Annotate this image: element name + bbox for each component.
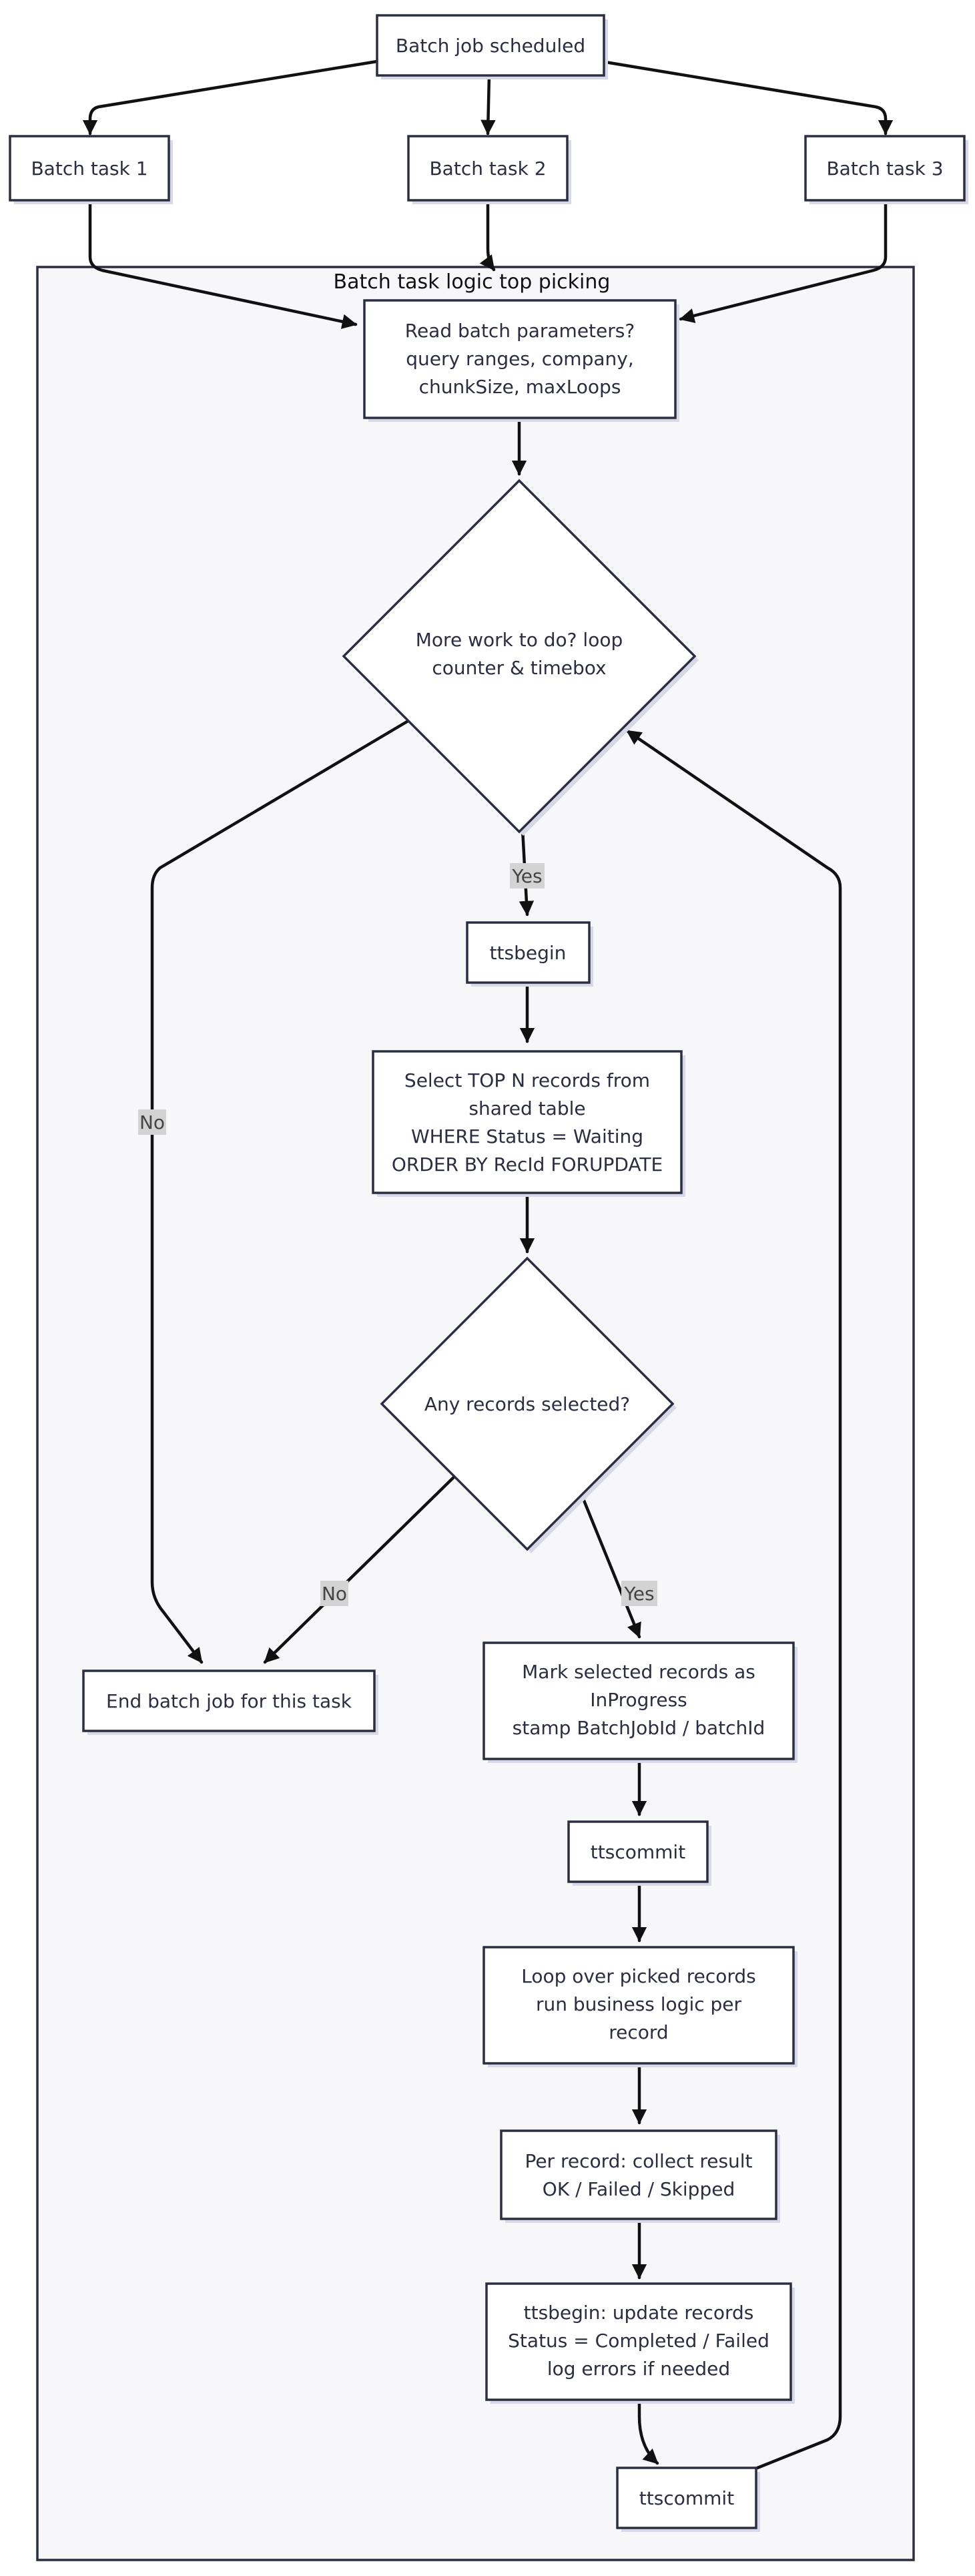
node-more-work-line-1: More work to do? loop bbox=[416, 629, 623, 651]
node-ttscommit-1-label: ttscommit bbox=[591, 1841, 685, 1863]
edge-ttsbeginupdate-to-ttscommit2 bbox=[637, 2399, 659, 2465]
edge-label-no-any-selected-text: No bbox=[322, 1583, 347, 1605]
edge-morework-no-to-end bbox=[150, 718, 412, 1664]
node-select-top-n-line-1: Select TOP N records from bbox=[404, 1069, 650, 1091]
edge-label-yes-any-selected-text: Yes bbox=[623, 1583, 654, 1605]
node-per-record-result: Per record: collect result OK / Failed /… bbox=[500, 2129, 780, 2223]
node-batch-job-scheduled-label: Batch job scheduled bbox=[396, 35, 585, 57]
node-mark-selected-records: Mark selected records as InProgress stam… bbox=[482, 1641, 797, 1763]
node-end-batch-job: End batch job for this task bbox=[82, 1669, 378, 1735]
edge-task2-to-read bbox=[479, 200, 496, 272]
node-per-record-line-1: Per record: collect result bbox=[525, 2150, 752, 2172]
edge-ttscommit2-loopback-to-morework bbox=[625, 729, 842, 2470]
node-batch-task-1: Batch task 1 bbox=[9, 135, 173, 204]
edge-label-no-more-work: No bbox=[138, 1109, 166, 1135]
node-ttsbegin-update-line-1: ttsbegin: update records bbox=[524, 2302, 754, 2324]
node-any-records-selected-label: Any records selected? bbox=[424, 1393, 630, 1415]
node-batch-task-3-label: Batch task 3 bbox=[826, 158, 943, 180]
node-loop-over-records-line-2: run business logic per bbox=[536, 1993, 742, 2015]
node-read-batch-parameters-line-2: query ranges, company, bbox=[406, 348, 633, 370]
node-read-batch-parameters: Read batch parameters? query ranges, com… bbox=[363, 299, 679, 422]
node-end-batch-job-label: End batch job for this task bbox=[106, 1690, 352, 1712]
edge-scheduled-to-task3 bbox=[599, 59, 894, 136]
edge-scheduled-to-task2 bbox=[480, 73, 496, 136]
edge-anyselected-no-to-end bbox=[263, 1473, 458, 1664]
edge-label-yes-more-work-text: Yes bbox=[511, 865, 542, 887]
edge-labels: Yes No No Yes bbox=[138, 863, 657, 1606]
edge-label-no-more-work-text: No bbox=[139, 1111, 165, 1133]
node-batch-job-scheduled: Batch job scheduled bbox=[376, 14, 608, 79]
node-ttsbegin-update-records: ttsbegin: update records Status = Comple… bbox=[485, 2282, 795, 2404]
node-batch-task-2: Batch task 2 bbox=[407, 135, 571, 204]
node-batch-task-1-label: Batch task 1 bbox=[31, 158, 147, 180]
node-read-batch-parameters-line-3: chunkSize, maxLoops bbox=[419, 376, 621, 398]
node-ttsbegin: ttsbegin bbox=[466, 921, 593, 987]
edge-anyselected-yes-to-mark bbox=[579, 1492, 641, 1639]
node-batch-task-3: Batch task 3 bbox=[804, 135, 968, 204]
node-more-work-decision: More work to do? loop counter & timebox bbox=[342, 479, 699, 836]
edge-task1-to-read bbox=[88, 200, 358, 329]
node-ttsbegin-update-line-2: Status = Completed / Failed bbox=[508, 2330, 769, 2352]
edge-label-no-any-selected: No bbox=[320, 1581, 348, 1606]
edge-task3-to-read bbox=[679, 200, 888, 323]
node-select-top-n-line-3: WHERE Status = Waiting bbox=[411, 1125, 643, 1147]
node-batch-task-2-label: Batch task 2 bbox=[429, 158, 546, 180]
node-ttsbegin-update-line-3: log errors if needed bbox=[547, 2358, 730, 2380]
node-mark-selected-line-1: Mark selected records as bbox=[522, 1661, 755, 1683]
node-any-records-selected-decision: Any records selected? bbox=[380, 1256, 677, 1553]
node-ttscommit-1: ttscommit bbox=[567, 1820, 711, 1886]
node-ttscommit-2-label: ttscommit bbox=[639, 2487, 734, 2509]
node-per-record-line-2: OK / Failed / Skipped bbox=[543, 2178, 735, 2200]
node-ttsbegin-label: ttsbegin bbox=[490, 942, 567, 964]
edges bbox=[82, 59, 894, 2470]
node-select-top-n-line-2: shared table bbox=[468, 1097, 585, 1119]
node-loop-over-records-line-1: Loop over picked records bbox=[521, 1965, 755, 1987]
node-loop-over-records: Loop over picked records run business lo… bbox=[482, 1946, 797, 2067]
node-mark-selected-line-2: InProgress bbox=[590, 1689, 687, 1711]
edge-scheduled-to-task1 bbox=[82, 59, 379, 136]
edge-label-yes-any-selected: Yes bbox=[621, 1581, 657, 1606]
node-more-work-line-2: counter & timebox bbox=[432, 657, 606, 679]
node-select-top-n: Select TOP N records from shared table W… bbox=[372, 1050, 685, 1197]
node-read-batch-parameters-line-1: Read batch parameters? bbox=[405, 320, 635, 342]
node-ttscommit-2: ttscommit bbox=[616, 2467, 760, 2532]
node-loop-over-records-line-3: record bbox=[609, 2021, 668, 2043]
edge-label-yes-more-work: Yes bbox=[510, 863, 545, 888]
cluster-title: Batch task logic top picking bbox=[334, 270, 611, 294]
node-mark-selected-line-3: stamp BatchJobId / batchId bbox=[513, 1717, 765, 1739]
node-select-top-n-line-4: ORDER BY RecId FORUPDATE bbox=[392, 1153, 663, 1176]
